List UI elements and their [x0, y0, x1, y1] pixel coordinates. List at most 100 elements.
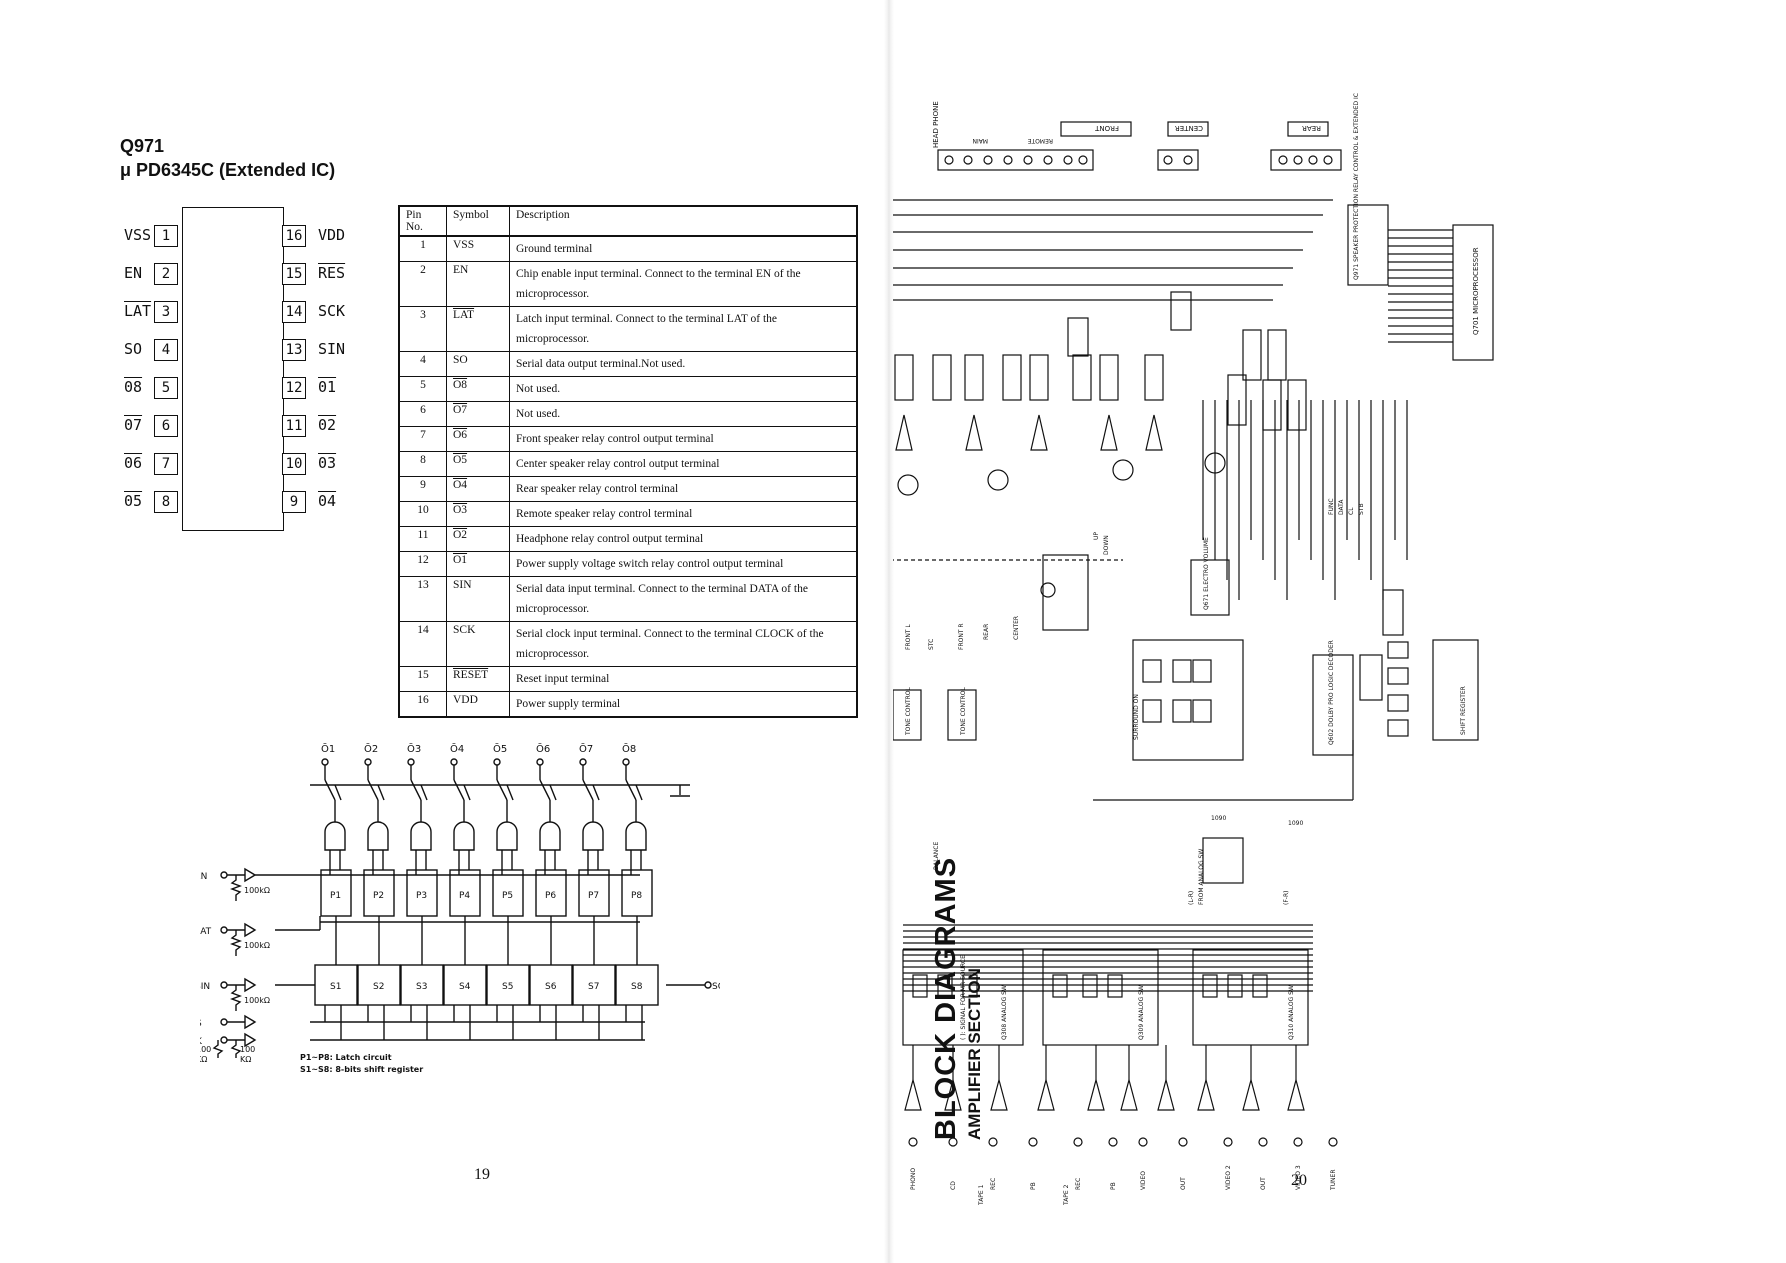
front-terminal-label-box	[1060, 121, 1132, 137]
input-terminal	[1108, 1137, 1118, 1147]
speaker-terminal	[1308, 155, 1318, 165]
block-diagram-heading: BLOCK DIAGRAMS AMPLIFIER SECTION	[930, 857, 985, 1140]
switch-block	[1192, 659, 1212, 683]
mr-source-note: ( ): SIGNAL FOR MR SOURCE	[960, 955, 967, 1040]
control-line-label: FUNC	[1328, 498, 1335, 515]
protection-ic-label: Q971 SPEAKER PROTECTION RELAY CONTROL & …	[1353, 93, 1360, 280]
input-terminal	[220, 1018, 228, 1026]
page-gutter	[884, 0, 894, 1263]
surround-on-label: SURROUND ON	[1133, 694, 1140, 740]
transistor-collector	[324, 779, 336, 801]
pin-number-2: 2	[154, 263, 178, 285]
cell-description: Not used.	[509, 401, 858, 427]
power-amp-block	[1144, 354, 1164, 401]
input-terminal	[988, 1137, 998, 1147]
gate-circuit-q561	[1067, 317, 1089, 357]
shift-label: S7	[588, 982, 599, 992]
mute-switch	[987, 469, 1009, 491]
control-line-label: CL	[1348, 507, 1355, 515]
pin-number-11: 11	[282, 415, 306, 437]
input-amp-triangle	[1087, 1077, 1105, 1111]
cell-pin-no: 3	[398, 306, 447, 352]
and-gate	[539, 821, 561, 851]
cell-description: Serial data input terminal. Connect to t…	[509, 576, 858, 622]
control-line-label: DATA	[1338, 499, 1345, 515]
cell-description: Center speaker relay control output term…	[509, 451, 858, 477]
cell-description: Power supply terminal	[509, 691, 858, 718]
output-label: Ō4	[450, 742, 464, 755]
cell-pin-no: 11	[398, 526, 447, 552]
rear-terminal-label-box	[1287, 121, 1329, 137]
pin-label-4: SO	[124, 340, 143, 358]
transistor-emitter	[420, 784, 428, 801]
pin-label-2: EN	[124, 264, 143, 282]
gate-circuit-block	[1262, 379, 1282, 431]
transistor-emitter	[377, 784, 385, 801]
sw-cell	[1052, 974, 1068, 998]
legend-line-2: S1~S8: 8-bits shift register	[300, 1065, 423, 1074]
output-label: Ō6	[536, 742, 550, 755]
input-terminal	[1138, 1137, 1148, 1147]
output-label: Ō7	[579, 742, 593, 755]
heading-title: BLOCK DIAGRAMS	[930, 856, 962, 1140]
current-det-block	[932, 354, 952, 401]
pin-number-5: 5	[154, 377, 178, 399]
transistor-collector	[582, 779, 594, 801]
pin-label-6: 07	[124, 416, 143, 434]
latch-label: P5	[502, 891, 513, 901]
input-terminal	[1258, 1137, 1268, 1147]
output-label: Ō1	[321, 742, 335, 755]
shift-label: S3	[416, 982, 427, 992]
and-gate	[410, 821, 432, 851]
cell-description: Front speaker relay control output termi…	[509, 426, 858, 452]
ic-reference: Q971	[120, 136, 165, 156]
shift-label: S6	[545, 982, 557, 992]
pin-number-1: 1	[154, 225, 178, 247]
surround-shift-register-block	[1432, 639, 1479, 741]
input-label: TUNER	[1330, 1169, 1337, 1191]
input-amp-triangle	[1287, 1077, 1305, 1111]
shift-label: S4	[459, 982, 471, 992]
input-label: PB	[1110, 1182, 1117, 1190]
cell-description: Headphone relay control output terminal	[509, 526, 858, 552]
header-pin-no: Pin No.	[398, 205, 447, 237]
cell-pin-no: 10	[398, 501, 447, 527]
pin-number-16: 16	[282, 225, 306, 247]
cell-symbol: RESET	[446, 666, 510, 692]
sw-cell	[1082, 974, 1098, 998]
pin-label-14: SCK	[318, 302, 346, 320]
cell-pin-no: 12	[398, 551, 447, 577]
pin-number-15: 15	[282, 263, 306, 285]
amp-triangle	[895, 414, 913, 451]
transistor-collector	[453, 779, 465, 801]
transistor-emitter	[334, 784, 342, 801]
resistor-sck-2	[230, 1040, 242, 1058]
gate-circuit-block	[1242, 329, 1262, 381]
amp-triangle	[965, 414, 983, 451]
cell-symbol: O8	[446, 376, 510, 402]
input-buffer	[244, 867, 257, 883]
switch-block	[1172, 699, 1192, 723]
input-terminal	[1028, 1137, 1038, 1147]
logic-diagram: Ō1P1S1Ō2P2S2Ō3P3S3Ō4P4S4Ō5P5S5Ō6P6S6Ō7P7…	[200, 742, 720, 1074]
output-terminal	[364, 758, 372, 766]
analog-sw-label: Q308 ANALOG SW	[1001, 985, 1008, 1040]
digital-delay-block	[1382, 589, 1404, 636]
pin-number-4: 4	[154, 339, 178, 361]
pin-number-8: 8	[154, 491, 178, 513]
input-terminal	[1178, 1137, 1188, 1147]
up-label: UP	[1093, 532, 1100, 540]
mute-sw-label: MUTE SW	[893, 461, 895, 490]
speaker-terminal	[944, 155, 954, 165]
stc-label: STC	[928, 639, 935, 650]
input-amp-triangle	[1037, 1077, 1055, 1111]
table-header-row: Pin No. Symbol Description	[398, 205, 858, 237]
latch-label: P1	[330, 891, 341, 901]
